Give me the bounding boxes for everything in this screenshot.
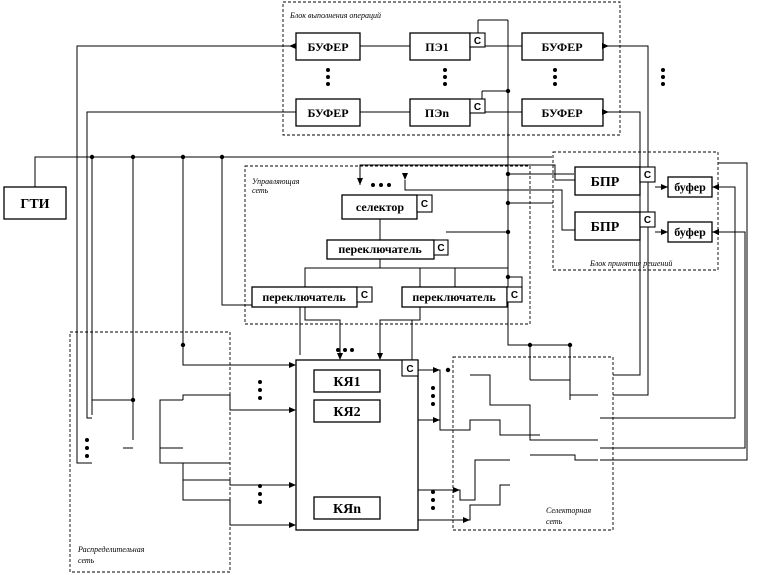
clock-label: С: [474, 36, 481, 47]
gti-label: ГТИ: [20, 197, 49, 212]
switch-box-right: переключатель С: [401, 286, 523, 308]
gti-box: ГТИ: [3, 186, 67, 220]
control-net-frame: [244, 165, 531, 325]
clock-label: С: [421, 199, 428, 210]
bpr-box-1: БПР С: [574, 166, 656, 196]
selector-net-caption-2: сеть: [546, 517, 563, 526]
bpr-box-2: БПР С: [574, 211, 656, 241]
buffer-label: БУФЕР: [307, 40, 348, 54]
ops-block-caption: Блок выполнения операций: [289, 11, 381, 20]
cell-box-2: КЯ2: [313, 399, 381, 423]
cell1-label: КЯ1: [333, 375, 360, 390]
arrows: [289, 43, 719, 528]
buffer-label: БУФЕР: [307, 106, 348, 120]
distrib-net-caption-1: Распределительная: [77, 545, 145, 554]
clock-label: С: [437, 243, 444, 254]
cell-box-n: КЯn: [313, 496, 381, 520]
pe1-label: ПЭ1: [425, 40, 448, 54]
bpr-label: БПР: [591, 220, 620, 235]
cell2-label: КЯ2: [333, 405, 360, 420]
selector-label: селектор: [356, 200, 405, 214]
distrib-net-frame: [69, 331, 231, 573]
buffer-box-1: БУФЕР: [295, 32, 361, 61]
switch-box-top: переключатель С: [326, 239, 449, 260]
distrib-net-caption-2: сеть: [78, 556, 95, 565]
clock-label: С: [511, 290, 518, 301]
cell-box-1: КЯ1: [313, 369, 381, 393]
switch-label: переключатель: [262, 290, 346, 304]
control-net-caption-2: сеть: [252, 186, 269, 195]
selector-net-caption-1: Селекторная: [546, 506, 591, 515]
switch-label: переключатель: [338, 242, 422, 256]
clock-label: С: [644, 215, 651, 226]
clock-label: С: [644, 170, 651, 181]
celln-label: КЯn: [333, 502, 361, 517]
decision-block-frame: [552, 151, 719, 271]
buffer-box-2: БУФЕР: [521, 32, 604, 61]
decision-block-caption: Блок принятия решений: [589, 259, 672, 268]
buf-small-label: буфер: [674, 225, 706, 239]
clock-label: С: [406, 364, 413, 375]
clock-label: С: [361, 290, 368, 301]
buffer-label: БУФЕР: [541, 106, 582, 120]
buffer-box-3: БУФЕР: [295, 98, 361, 127]
buf-small-box-2: буфер: [667, 221, 713, 243]
bpr-label: БПР: [591, 175, 620, 190]
buffer-label: БУФЕР: [541, 40, 582, 54]
pen-box: ПЭn С: [409, 98, 486, 127]
buf-small-box-1: буфер: [667, 176, 713, 198]
buffer-box-4: БУФЕР: [521, 98, 604, 127]
wiring: [34, 19, 748, 526]
clock-label: С: [474, 102, 481, 113]
pe1-box: ПЭ1 С: [409, 32, 486, 61]
switch-box-left: переключатель С: [251, 286, 373, 308]
junction-dots: [89, 88, 573, 403]
control-net-caption-1: Управляющая: [252, 177, 300, 186]
selector-net-frame: [452, 356, 614, 531]
buf-small-label: буфер: [674, 180, 706, 194]
pen-label: ПЭn: [425, 106, 449, 120]
switch-label: переключатель: [412, 290, 496, 304]
selector-box: селектор С: [341, 194, 433, 220]
